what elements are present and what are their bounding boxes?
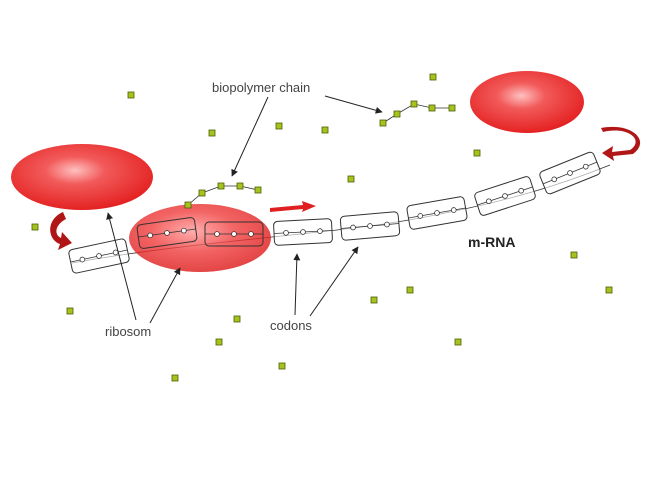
- monomer: [570, 251, 578, 259]
- monomer: [233, 315, 241, 323]
- nucleotide: [434, 210, 440, 216]
- monomer: [410, 100, 418, 108]
- monomer: [215, 338, 223, 346]
- nucleotide: [582, 163, 589, 170]
- monomer: [184, 201, 192, 209]
- nucleotide: [300, 229, 306, 235]
- chain-bond: [382, 103, 452, 124]
- nucleotide: [181, 227, 187, 234]
- monomer: [275, 122, 283, 130]
- polymer-chain-bound: [184, 182, 262, 209]
- codon-group-overlay: [136, 217, 264, 249]
- codon: [339, 211, 401, 241]
- codons-label: codons: [270, 318, 312, 333]
- monomer: [236, 182, 244, 190]
- nucleotide: [147, 232, 153, 239]
- monomer: [393, 110, 401, 118]
- motion-arrow: [270, 201, 316, 212]
- nucleotide: [317, 228, 323, 234]
- monomer: [347, 175, 355, 183]
- codon: [539, 151, 601, 195]
- monomer: [217, 182, 225, 190]
- monomer: [379, 119, 387, 127]
- monomer: [127, 91, 135, 99]
- rotation-arrow-left: [50, 212, 72, 250]
- ribosom-label: ribosom: [105, 324, 151, 339]
- polymer-chain-released: [379, 100, 456, 127]
- rotation-arrow-right: [601, 126, 641, 161]
- codon: [406, 196, 468, 230]
- codon: [136, 217, 198, 249]
- nucleotide: [164, 230, 170, 236]
- biopolymer-chain-label: biopolymer chain: [212, 80, 310, 95]
- monomer: [254, 186, 262, 194]
- codon: [474, 176, 536, 216]
- monomer: [66, 307, 74, 315]
- nucleotide: [350, 224, 356, 231]
- monomer: [321, 126, 329, 134]
- nucleotide: [567, 170, 573, 176]
- monomer: [454, 338, 462, 346]
- nucleotide: [384, 221, 390, 228]
- nucleotide: [96, 253, 102, 259]
- nucleotide: [551, 176, 558, 183]
- monomer: [406, 286, 414, 294]
- monomer: [31, 223, 39, 231]
- nucleotide: [214, 231, 220, 237]
- nucleotide: [231, 231, 237, 237]
- nucleotide: [486, 198, 492, 205]
- nucleotide: [417, 213, 424, 219]
- nucleotide: [79, 256, 86, 263]
- codon: [204, 221, 264, 247]
- monomer: [370, 296, 378, 304]
- monomer: [448, 104, 456, 112]
- nucleotide: [283, 230, 289, 236]
- codon: [273, 218, 333, 246]
- nucleotide: [450, 207, 457, 213]
- mrna-label: m-RNA: [468, 234, 515, 250]
- monomer: [605, 286, 613, 294]
- free-monomers: [31, 73, 613, 382]
- label-pointers: [106, 95, 383, 324]
- nucleotide: [518, 187, 524, 194]
- monomer: [278, 362, 286, 370]
- monomer: [208, 129, 216, 137]
- ribosome-left: [11, 144, 153, 210]
- nucleotide: [502, 193, 508, 199]
- nucleotide: [367, 223, 373, 229]
- codon-group: [68, 151, 601, 274]
- codon: [68, 238, 130, 274]
- monomer: [171, 374, 179, 382]
- monomer: [429, 73, 437, 81]
- nucleotide: [248, 231, 254, 237]
- ribosome-right: [470, 71, 584, 133]
- monomer: [473, 149, 481, 157]
- monomer: [198, 189, 206, 197]
- monomer: [428, 104, 436, 112]
